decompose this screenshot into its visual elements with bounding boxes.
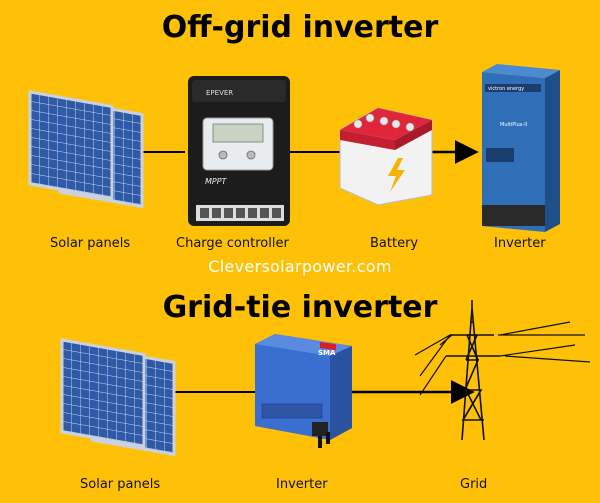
svg-text:MPPT: MPPT: [205, 177, 228, 186]
svg-text:SMA: SMA: [318, 349, 336, 357]
solar-panel-icon: [60, 338, 176, 457]
label-charge-controller: Charge controller: [176, 236, 289, 251]
svg-text:EPEVER: EPEVER: [206, 89, 233, 97]
label-battery: Battery: [370, 236, 419, 251]
website-watermark: Cleversolarpower.com: [208, 257, 392, 276]
grid-tie-title: Grid-tie inverter: [162, 290, 438, 325]
label-grid: Grid: [460, 477, 488, 492]
inverter-icon: victron energy MultiPlus-II: [482, 64, 560, 232]
svg-text:MultiPlus-II: MultiPlus-II: [500, 122, 527, 128]
label-solar-panels: Solar panels: [50, 236, 131, 251]
label-inverter: Inverter: [276, 477, 328, 492]
label-solar-panels: Solar panels: [80, 477, 161, 492]
grid-tower-icon: [414, 300, 591, 441]
battery-icon: [339, 107, 433, 206]
solar-panel-icon: [28, 90, 144, 209]
charge-controller-icon: EPEVER MPPT: [188, 76, 290, 226]
label-inverter: Inverter: [494, 236, 546, 251]
off-grid-title: Off-grid inverter: [161, 10, 439, 45]
svg-text:victron energy: victron energy: [488, 86, 524, 92]
inverter-icon: SMA: [255, 334, 352, 448]
